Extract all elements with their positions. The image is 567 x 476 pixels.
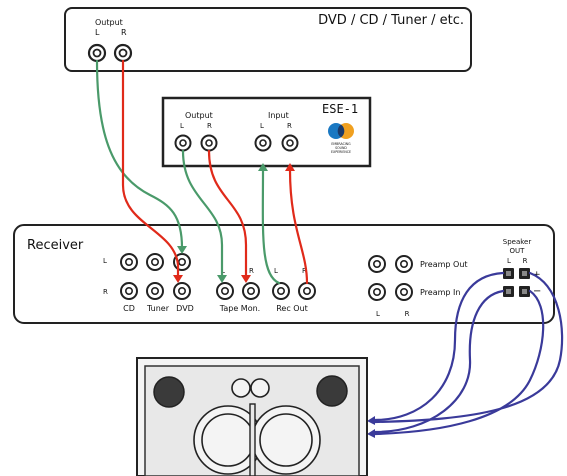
speaker-out-label: OUT	[510, 247, 526, 255]
source-device: DVD / CD / Tuner / etc. Output L R	[64, 7, 472, 72]
speaker-wire-right-minus	[373, 289, 545, 436]
cd-jack-right[interactable]	[120, 282, 138, 300]
speaker-wire-right-plus	[373, 271, 564, 424]
source-jack-left[interactable]	[87, 43, 107, 63]
arrowhead-tape-left	[217, 275, 227, 283]
preamp-out-jack-left[interactable]	[368, 255, 386, 273]
speaker-left-label: L	[507, 257, 511, 265]
ese-logo-line-2: SOUND	[335, 146, 347, 150]
ese-in-jack-right[interactable]	[281, 134, 299, 152]
speaker-wire-left-plus	[373, 271, 505, 422]
cable-ese-out-left-to-tape-left	[181, 149, 224, 279]
source-jack-right[interactable]	[113, 43, 133, 63]
ese-logo-line-3: EXPERIENCE	[331, 150, 351, 154]
preamp-out-label: Preamp Out	[420, 260, 468, 269]
tuner-jack-left[interactable]	[146, 253, 164, 271]
preamp-bottom-right-label: R	[405, 310, 410, 318]
speaker-left-knob	[153, 376, 185, 408]
receiver-device: Receiver L R CD Tuner DVD L R Tape Mon. …	[13, 224, 555, 324]
preamp-in-jack-left[interactable]	[368, 283, 386, 301]
speaker-wire-left-minus	[373, 289, 505, 434]
receiver-row-right-label: R	[103, 288, 108, 296]
cable-rec-right-to-ese-in-right	[288, 168, 309, 285]
ese-out-jack-right[interactable]	[200, 134, 218, 152]
ese-in-jack-left[interactable]	[254, 134, 272, 152]
ese-logo-line-1: EMBRACING	[331, 142, 351, 146]
ese-title: ESE-1	[322, 102, 358, 116]
receiver-title: Receiver	[27, 238, 84, 253]
speaker-driver-left	[193, 405, 263, 475]
arrowhead-ese-in-left	[258, 163, 268, 171]
ese-out-left-label: L	[180, 122, 184, 130]
ese-out-jack-left[interactable]	[174, 134, 192, 152]
tape-mon-jack-left[interactable]	[216, 282, 234, 300]
cable-source-right-to-dvd-right	[121, 59, 180, 279]
preamp-out-jack-right[interactable]	[395, 255, 413, 273]
cables	[95, 59, 564, 438]
receiver-row-left-label: L	[103, 257, 107, 265]
speaker-center-bar	[249, 403, 256, 476]
rec-left-label: L	[274, 267, 278, 275]
ese-device: ESE-1 Output Input L R L R EMBRACING	[161, 96, 372, 168]
speaker-terminal-left-plus[interactable]	[503, 268, 514, 279]
speaker-driver-right	[251, 405, 321, 475]
speaker-small-port-left	[231, 378, 251, 398]
preamp-bottom-left-label: L	[376, 310, 380, 318]
tape-right-label: R	[249, 267, 254, 275]
ese-input-label: Input	[268, 111, 289, 120]
cable-rec-left-to-ese-in-left	[261, 168, 281, 285]
cable-ese-out-right-to-tape-right	[207, 149, 248, 279]
cd-label: CD	[123, 304, 135, 313]
ese-in-right-label: R	[287, 122, 292, 130]
speaker-terminal-left-minus[interactable]	[503, 286, 514, 297]
tape-mon-label: Tape Mon.	[219, 304, 260, 313]
speaker-terminal-right-plus[interactable]	[519, 268, 530, 279]
cable-source-left-to-dvd-left	[95, 59, 184, 250]
preamp-in-label: Preamp In	[420, 288, 460, 297]
speaker-right-label: R	[523, 257, 528, 265]
tuner-label: Tuner	[146, 304, 170, 313]
speaker-label: Speaker	[503, 238, 532, 246]
speaker-small-port-right	[250, 378, 270, 398]
arrowhead-dvd-right	[173, 275, 183, 283]
arrowhead-dvd-left	[177, 246, 187, 254]
tape-mon-jack-right[interactable]	[242, 282, 260, 300]
rec-right-label: R	[302, 267, 307, 275]
source-left-label: L	[95, 28, 100, 37]
ese-in-left-label: L	[260, 122, 264, 130]
dvd-label: DVD	[176, 304, 194, 313]
rec-out-jack-left[interactable]	[272, 282, 290, 300]
ese-output-label: Output	[185, 111, 213, 120]
rec-out-jack-right[interactable]	[298, 282, 316, 300]
preamp-in-jack-right[interactable]	[395, 283, 413, 301]
ese-logo: EMBRACING SOUND EXPERIENCE	[328, 123, 354, 154]
speaker-device	[136, 357, 368, 476]
dvd-jack-right[interactable]	[173, 282, 191, 300]
speaker-terminal-right-minus[interactable]	[519, 286, 530, 297]
cd-jack-left[interactable]	[120, 253, 138, 271]
arrowhead-speaker-upper	[367, 416, 375, 425]
arrowhead-speaker-lower	[367, 429, 375, 438]
source-right-label: R	[121, 28, 127, 37]
ese-out-right-label: R	[207, 122, 212, 130]
speaker-plus-label: +	[533, 270, 541, 280]
arrowhead-tape-right	[241, 275, 251, 283]
rec-out-label: Rec Out	[276, 304, 308, 313]
source-title: DVD / CD / Tuner / etc.	[318, 13, 464, 28]
speaker-right-knob	[316, 375, 348, 407]
arrowhead-ese-in-right	[285, 163, 295, 171]
speaker-minus-label: −	[533, 286, 541, 297]
tuner-jack-right[interactable]	[146, 282, 164, 300]
source-output-label: Output	[95, 18, 123, 27]
